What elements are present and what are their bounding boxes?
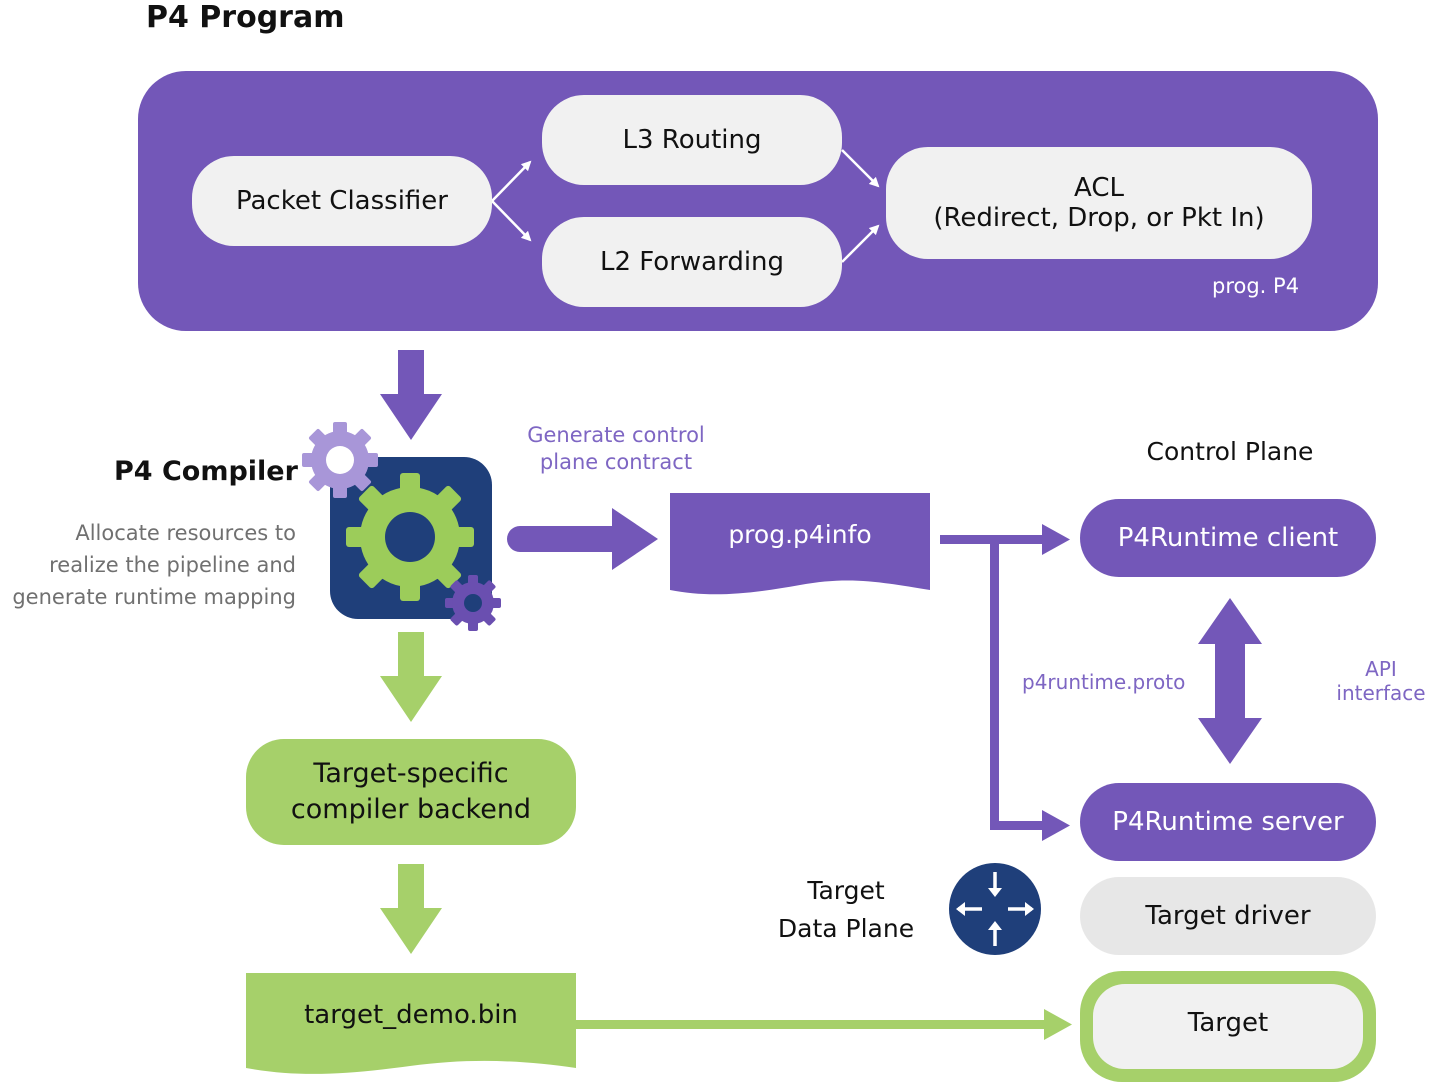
backend-line-1: Target-specific: [313, 758, 509, 789]
packet-classifier-block: Packet Classifier: [192, 156, 492, 246]
p4runtime-server-label: P4Runtime server: [1112, 807, 1344, 837]
l3-routing-label: L3 Routing: [622, 125, 762, 155]
packet-classifier-label: Packet Classifier: [235, 186, 448, 216]
p4info-document-shape: [670, 493, 930, 595]
l2-forwarding-label: L2 Forwarding: [599, 247, 785, 277]
contract-label-line-2: plane contract: [539, 450, 693, 474]
compiler-description-line-3: generate runtime mapping: [12, 585, 296, 609]
compiler-to-p4info-arrow: [507, 508, 658, 570]
api-bidirectional-arrow: [1198, 598, 1262, 764]
proto-label: p4runtime.proto: [1022, 670, 1186, 694]
l3-routing-block: L3 Routing: [542, 95, 842, 185]
binary-document-shape: [246, 973, 576, 1074]
program-to-compiler-arrow: [380, 350, 442, 440]
compiler-description-line-1: Allocate resources to: [75, 521, 296, 545]
target-driver-label: Target driver: [1145, 901, 1311, 931]
data-plane-line-2: Data Plane: [777, 914, 915, 943]
p4info-label: prog.p4info: [728, 520, 872, 549]
backend-line-2: compiler backend: [290, 794, 532, 825]
p4runtime-server-block: P4Runtime server: [1080, 783, 1376, 861]
compiler-description-line-2: realize the pipeline and: [49, 553, 296, 577]
program-filename: prog. P4: [1212, 274, 1300, 298]
program-title: P4 Program: [146, 0, 345, 35]
p4info-distribution-lines: [940, 524, 1070, 841]
data-plane-title: Target Data Plane: [760, 872, 932, 948]
contract-label: Generate control plane contract: [506, 422, 726, 476]
pipeline-connectors: [491, 149, 880, 263]
l2-forwarding-block: L2 Forwarding: [542, 217, 842, 307]
api-interface-label: API interface: [1320, 657, 1442, 705]
control-plane-title: Control Plane: [1146, 437, 1314, 466]
target-driver-block: Target driver: [1080, 877, 1376, 955]
p4runtime-client-label: P4Runtime client: [1117, 523, 1339, 553]
binary-label: target_demo.bin: [304, 1000, 518, 1030]
backend-to-binary-arrow: [380, 864, 442, 954]
api-label-line-1: API: [1365, 657, 1397, 681]
compiler-title: P4 Compiler: [114, 456, 298, 487]
compiler-gears-icon: [302, 422, 501, 631]
target-label: Target: [1187, 1008, 1269, 1038]
acl-detail: (Redirect, Drop, or Pkt In): [933, 203, 1265, 233]
acl-title: ACL: [1074, 173, 1124, 203]
acl-block: ACL (Redirect, Drop, or Pkt In): [886, 147, 1312, 259]
p4runtime-client-block: P4Runtime client: [1080, 499, 1376, 577]
data-plane-line-1: Target: [807, 876, 885, 905]
p4-program-container: [138, 71, 1378, 331]
binary-to-target-arrow: [576, 1009, 1072, 1040]
compiler-to-backend-arrow: [380, 632, 442, 722]
compiler-description: Allocate resources to realize the pipeli…: [12, 517, 296, 613]
router-icon: [949, 863, 1041, 955]
compiler-backend-block: Target-specific compiler backend: [246, 739, 576, 845]
contract-label-line-1: Generate control: [527, 423, 705, 447]
api-label-line-2: interface: [1336, 681, 1426, 705]
